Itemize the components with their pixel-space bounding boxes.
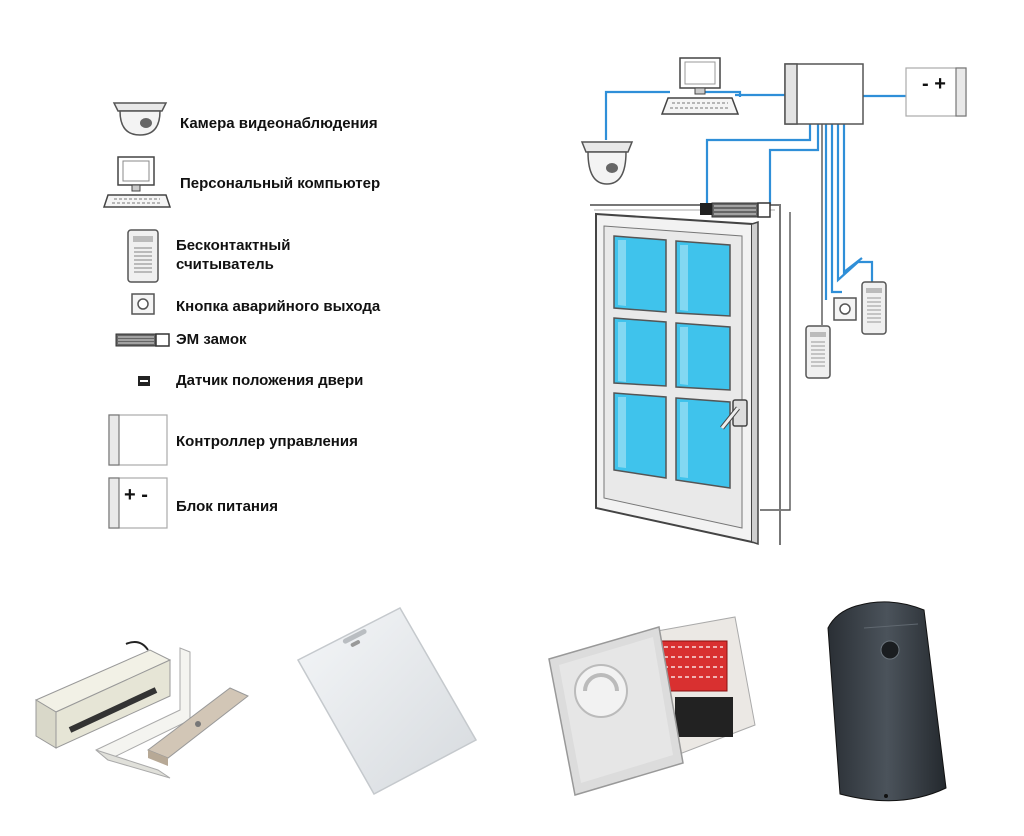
door-sensor-icon bbox=[138, 376, 150, 386]
diagram-magnetic-lock-icon bbox=[711, 202, 771, 218]
legend-label-reader-line1: Бесконтактный bbox=[176, 237, 291, 254]
diagram-card-reader-icon bbox=[805, 325, 831, 379]
computer-icon bbox=[102, 156, 172, 208]
dome-camera-icon bbox=[112, 102, 168, 136]
diagram-door-sensor-icon bbox=[700, 203, 712, 215]
power-supply-symbol-diagram: - + bbox=[922, 73, 946, 95]
diagram-computer-icon bbox=[660, 57, 740, 115]
card-reader-icon bbox=[127, 229, 159, 283]
legend-label-controller: Контроллер управления bbox=[176, 433, 358, 450]
door-leaf bbox=[595, 212, 759, 546]
diagram-card-reader-icon-2 bbox=[861, 281, 887, 335]
legend-label-reader-line2: считыватель bbox=[176, 256, 274, 273]
proximity-reader-photo-icon bbox=[827, 601, 947, 802]
power-supply-symbol-legend: + - bbox=[124, 484, 148, 506]
diagram-exit-button-icon bbox=[833, 297, 857, 321]
magnetic-lock-icon bbox=[115, 333, 170, 347]
legend-label-power-supply: Блок питания bbox=[176, 498, 278, 515]
door-handle bbox=[720, 399, 748, 430]
legend-label-reader: Бесконтактный считыватель bbox=[176, 236, 290, 274]
diagram-camera-icon bbox=[580, 141, 634, 185]
legend-label-exit-button: Кнопка аварийного выхода bbox=[176, 298, 381, 315]
power-supply-icon: + - bbox=[108, 477, 168, 529]
magnetic-lock-photo-icon bbox=[34, 641, 249, 779]
controller-icon bbox=[108, 414, 168, 466]
diagram-controller-icon bbox=[784, 63, 864, 125]
exit-button-icon bbox=[131, 293, 155, 315]
controller-box-photo-icon bbox=[548, 616, 756, 796]
rfid-card-photo-icon bbox=[296, 607, 478, 796]
diagram-power-supply-icon: - + bbox=[905, 67, 967, 117]
legend-label-computer: Персональный компьютер bbox=[180, 175, 381, 192]
legend-label-camera: Камера видеонаблюдения bbox=[180, 115, 378, 132]
wires bbox=[604, 90, 906, 300]
legend-label-em-lock: ЭМ замок bbox=[176, 331, 247, 348]
legend-label-door-sensor: Датчик положения двери bbox=[176, 372, 364, 389]
access-control-diagram: - + bbox=[580, 57, 967, 546]
